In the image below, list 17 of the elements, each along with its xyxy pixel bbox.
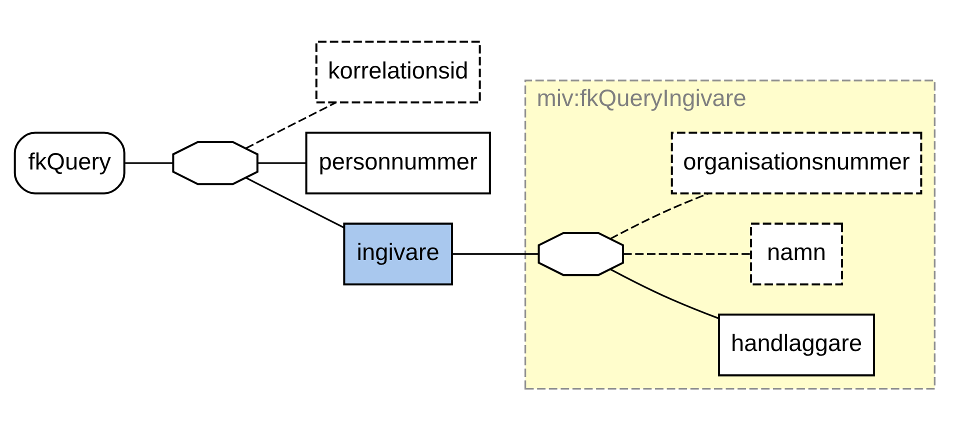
node-box: handlaggare xyxy=(718,314,876,376)
connector xyxy=(452,253,538,255)
node-box: korrelationsid xyxy=(315,40,481,104)
node-box: ingivare xyxy=(343,222,454,286)
connector xyxy=(258,162,306,164)
connector xyxy=(610,268,720,320)
node-octagon xyxy=(538,232,624,276)
connector xyxy=(246,102,336,150)
node-octagon xyxy=(172,140,258,186)
node-box: personnummer xyxy=(305,132,491,194)
connector xyxy=(125,162,174,164)
node-box: fkQuery xyxy=(14,132,126,194)
node-box: organisationsnummer xyxy=(670,132,922,194)
node-box: namn xyxy=(750,222,844,286)
connector xyxy=(624,253,750,255)
connector xyxy=(610,192,709,240)
connector xyxy=(246,177,344,228)
